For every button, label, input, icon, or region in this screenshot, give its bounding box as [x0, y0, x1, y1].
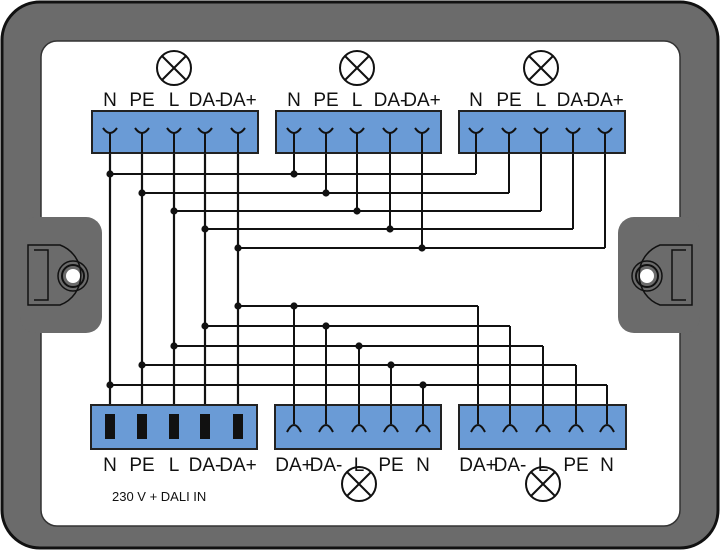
pin-label-n: N: [600, 455, 614, 476]
terminal-clamp-icon: [318, 424, 334, 433]
pin-label-l: L: [538, 455, 549, 476]
input-terminal-icon: [169, 414, 179, 439]
pin-label-n: N: [103, 90, 117, 111]
input-terminal-icon: [137, 414, 147, 439]
input-terminal-icon: [233, 414, 243, 439]
pin-label-pe: PE: [129, 455, 154, 476]
lamp-symbol-icon: [339, 50, 375, 86]
pin-label-da+: DA+: [219, 90, 257, 111]
terminal-clamp-icon: [383, 424, 399, 433]
junction-dot: [170, 207, 178, 215]
terminal-clamp-icon: [470, 424, 486, 433]
lamp-cross: [530, 471, 556, 497]
terminal-clamp-icon: [351, 424, 367, 433]
terminal-clamp-icon: [535, 424, 551, 433]
pin-label-n: N: [103, 455, 117, 476]
pin-label-l: L: [536, 90, 547, 111]
junction-dot: [201, 225, 209, 233]
lamp-symbol-icon: [525, 466, 561, 502]
terminal-clamp-icon: [415, 424, 431, 433]
terminal-blocks: [90, 50, 627, 502]
pin-label-da-: DA-: [494, 455, 527, 476]
pin-label-da-: DA-: [310, 455, 343, 476]
mounting-tab-left: [20, 217, 102, 333]
pin-label-da-: DA-: [557, 90, 590, 111]
lamp-symbol-icon: [341, 466, 377, 502]
pin-label-l: L: [169, 90, 180, 111]
input-terminal-icon: [105, 414, 115, 439]
lamp-cross: [344, 55, 370, 81]
pin-label-da-: DA-: [189, 455, 222, 476]
pin-label-da+: DA+: [275, 455, 313, 476]
pin-label-da+: DA+: [459, 455, 497, 476]
lamp-cross: [528, 55, 554, 81]
pin-label-l: L: [354, 455, 365, 476]
pin-label-da+: DA+: [219, 455, 257, 476]
pin-label-pe: PE: [313, 90, 338, 111]
input-terminal-icon: [200, 414, 210, 439]
pin-label-pe: PE: [378, 455, 403, 476]
pin-label-pe: PE: [563, 455, 588, 476]
pin-label-l: L: [169, 455, 180, 476]
terminal-clamp-icon: [502, 424, 518, 433]
pin-label-l: L: [352, 90, 363, 111]
pin-label-n: N: [469, 90, 483, 111]
lamp-symbol-icon: [523, 50, 559, 86]
junction-dot: [234, 302, 242, 310]
pin-label-pe: PE: [496, 90, 521, 111]
input-caption: 230 V + DALI IN: [112, 489, 206, 504]
junction-dot: [106, 381, 114, 389]
pin-label-da+: DA+: [403, 90, 441, 111]
junction-dot: [138, 189, 146, 197]
lamp-cross: [161, 55, 187, 81]
mounting-tab-right: [618, 217, 700, 333]
junction-dot: [170, 342, 178, 350]
pin-label-n: N: [287, 90, 301, 111]
terminal-clamp-icon: [286, 424, 302, 433]
lamp-cross: [346, 471, 372, 497]
pin-label-pe: PE: [129, 90, 154, 111]
pin-label-n: N: [416, 455, 430, 476]
pin-label-da-: DA-: [189, 90, 222, 111]
terminal-clamp-icon: [599, 424, 615, 433]
junction-dot: [201, 322, 209, 330]
pin-label-da-: DA-: [374, 90, 407, 111]
junction-dot: [138, 361, 146, 369]
junction-dot: [106, 170, 114, 178]
wires: [106, 152, 608, 412]
junction-dot: [234, 244, 242, 252]
pin-label-da+: DA+: [586, 90, 624, 111]
terminal-clamp-icon: [568, 424, 584, 433]
lamp-symbol-icon: [156, 50, 192, 86]
